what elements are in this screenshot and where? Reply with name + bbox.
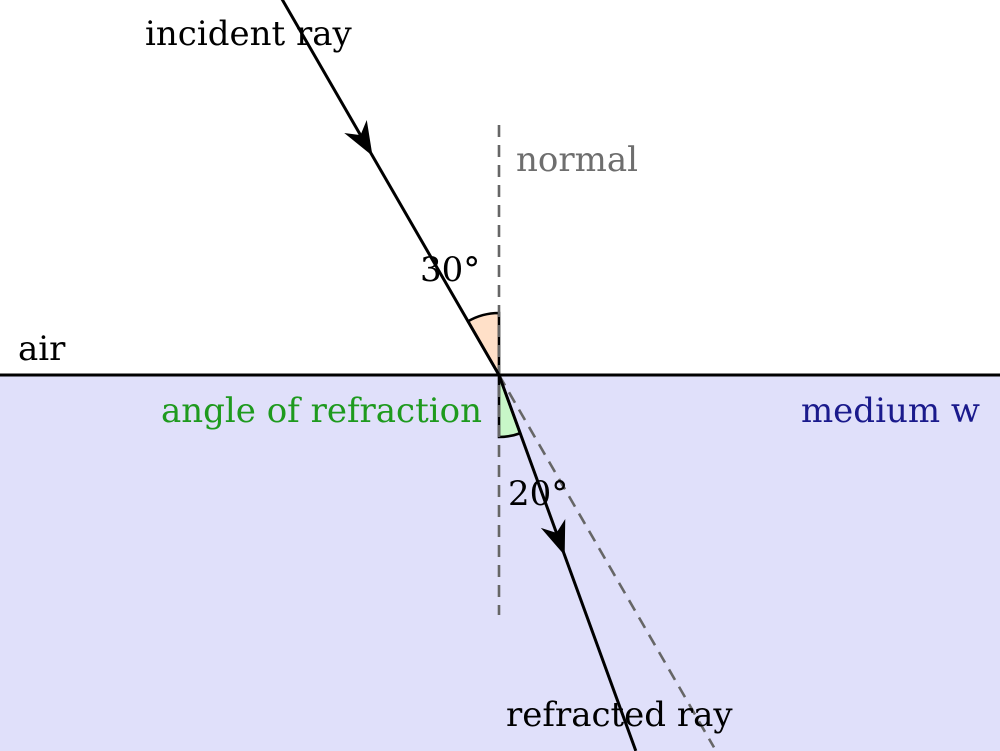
incident-ray-label: incident ray <box>145 14 352 54</box>
refraction-angle-label: 20° <box>508 474 568 514</box>
incident-angle-label: 30° <box>420 250 480 290</box>
refracted-ray-label: refracted ray <box>506 695 733 735</box>
refracted-ray <box>497 374 638 751</box>
air-label: air <box>18 329 66 369</box>
incident-ray-extension <box>497 374 716 749</box>
incident-ray-arrow <box>344 119 373 156</box>
normal-label: normal <box>516 140 638 180</box>
medium-label: medium w <box>801 391 980 431</box>
refracted-ray-arrow <box>540 519 566 556</box>
incident-ray <box>280 0 501 376</box>
angle-of-refraction-label: angle of refraction <box>161 391 482 431</box>
